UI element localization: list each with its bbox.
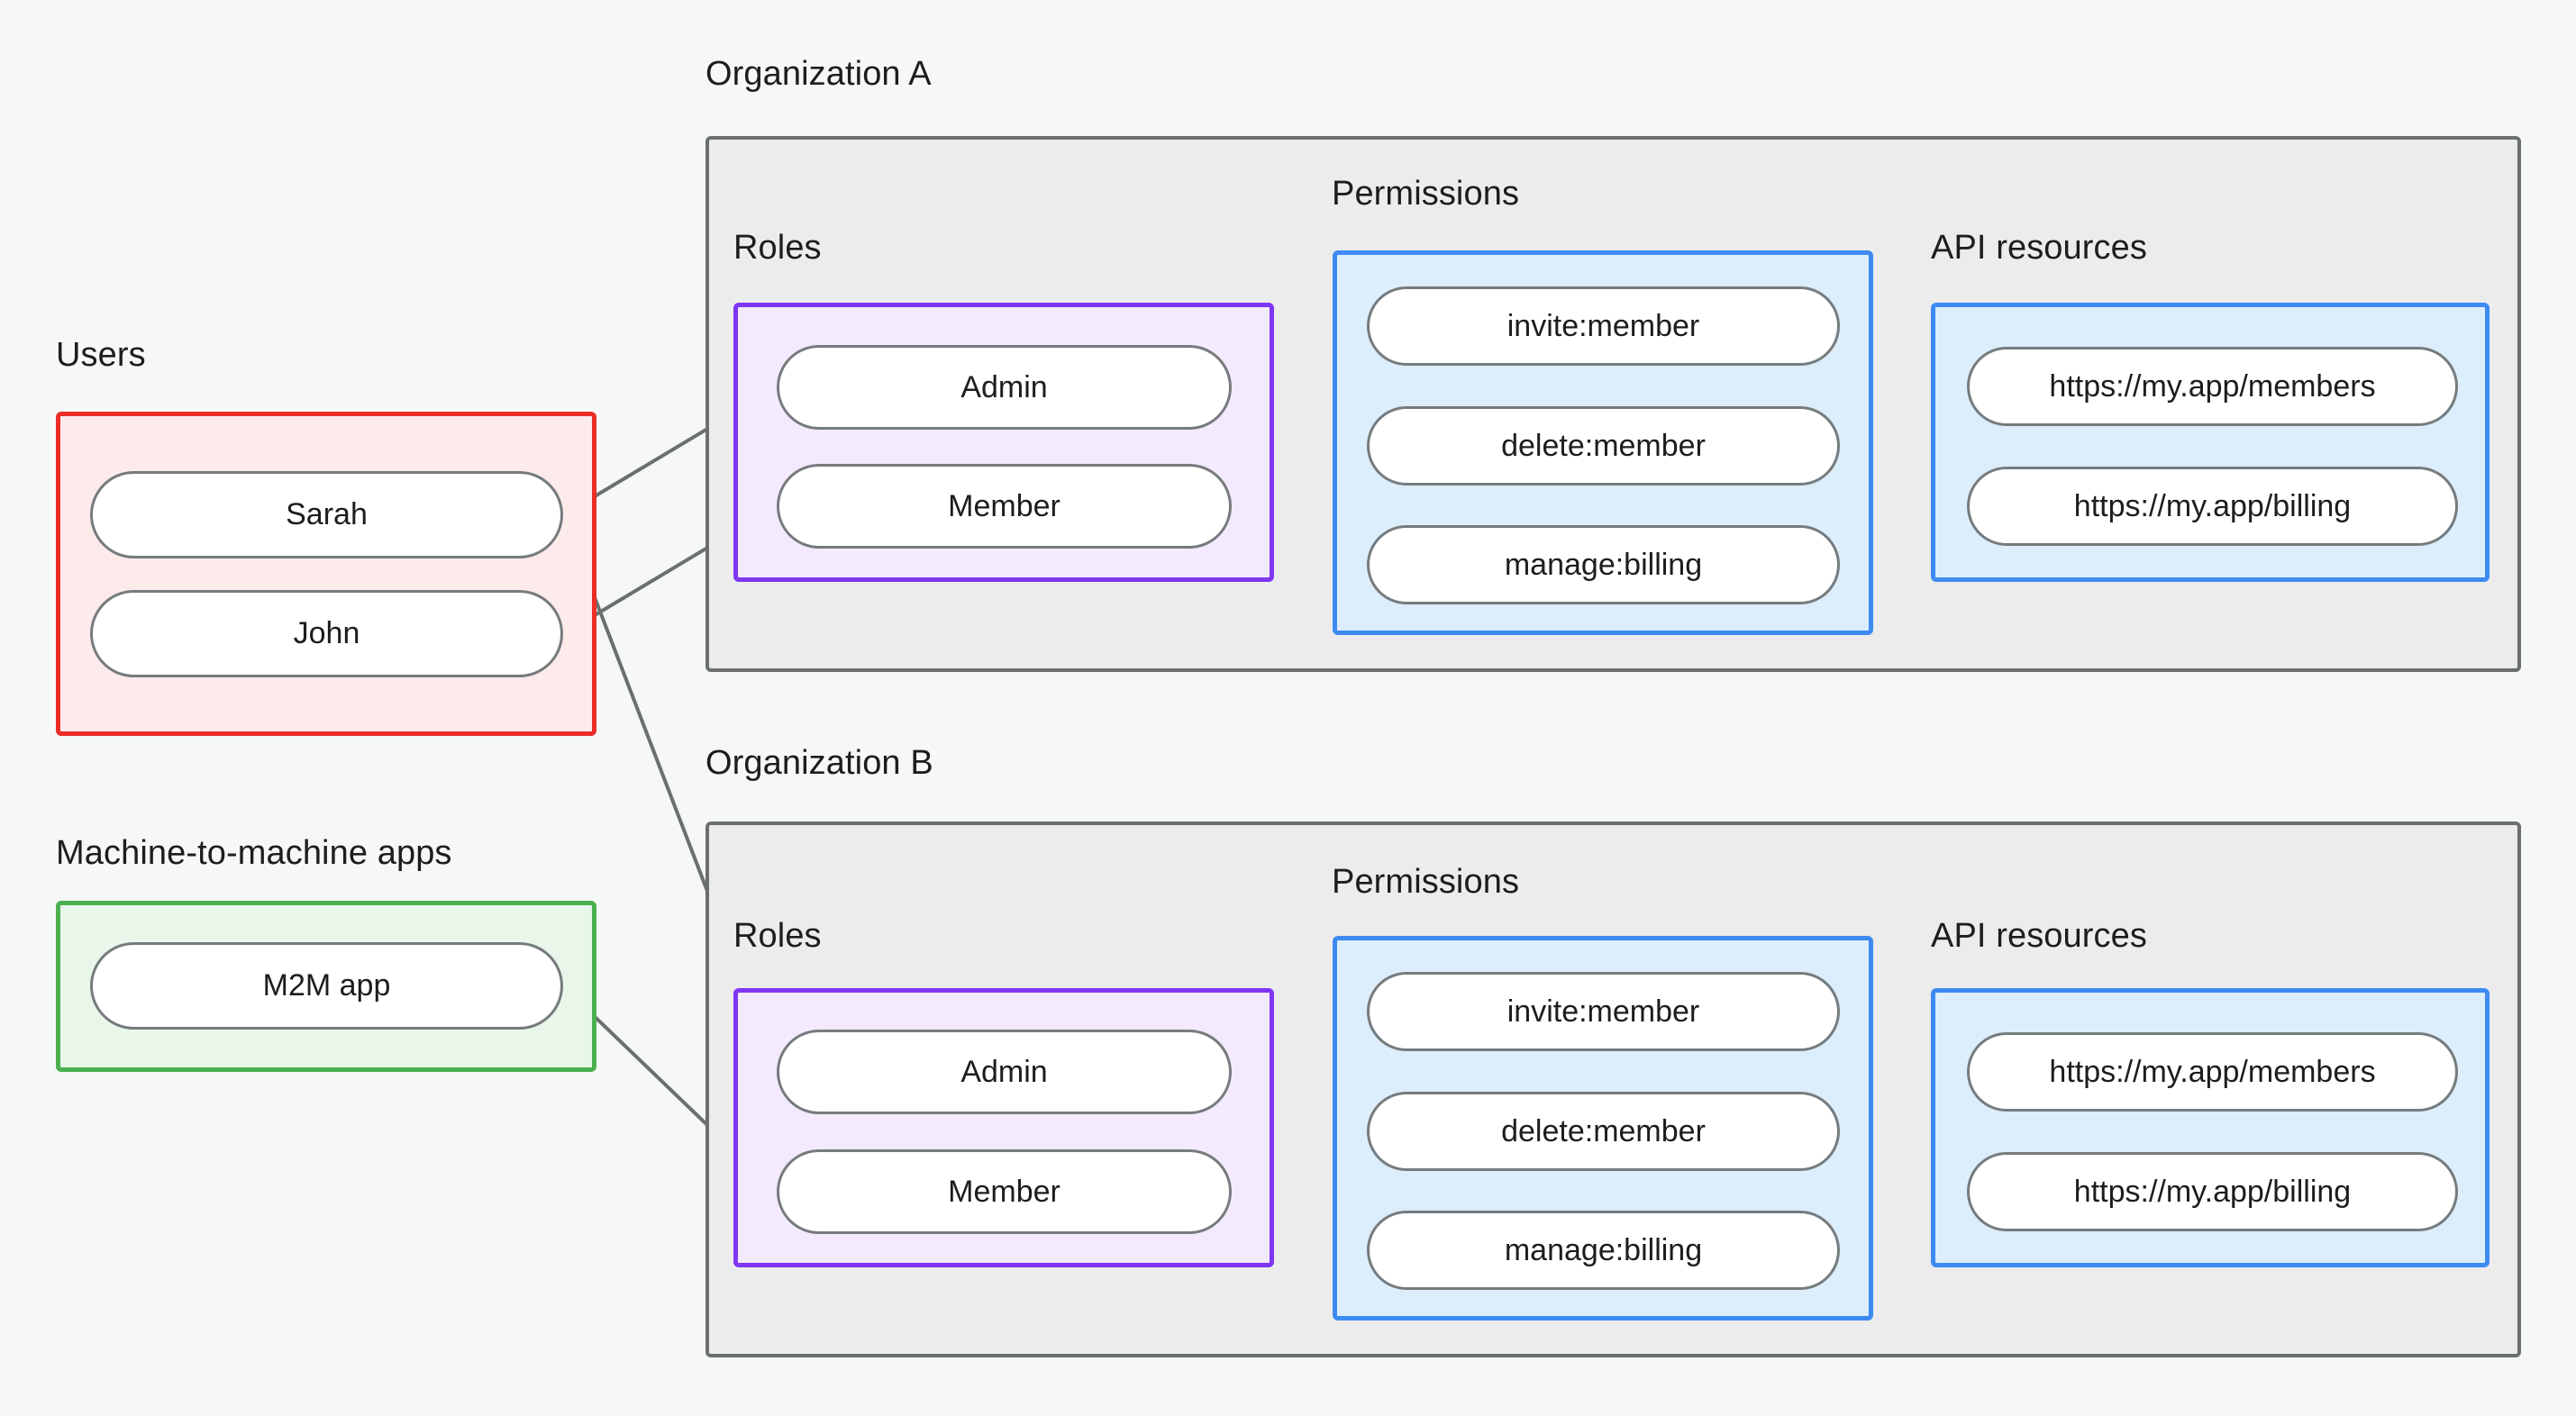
orgA-role-member[interactable]: Member bbox=[777, 464, 1232, 549]
user-node-john[interactable]: John bbox=[90, 590, 563, 677]
orgA-role-admin[interactable]: Admin bbox=[777, 345, 1232, 430]
orgA-api-resource-billing[interactable]: https://my.app/billing bbox=[1967, 467, 2458, 546]
user-node-sarah[interactable]: Sarah bbox=[90, 471, 563, 558]
orgB-role-member[interactable]: Member bbox=[777, 1149, 1232, 1234]
orgA-permission-invite-member[interactable]: invite:member bbox=[1367, 286, 1840, 366]
orgA-roles-caption: Roles bbox=[733, 229, 822, 267]
orgA-api-resources-caption: API resources bbox=[1931, 229, 2147, 267]
orgA-permission-delete-member[interactable]: delete:member bbox=[1367, 406, 1840, 486]
orgB-roles-caption: Roles bbox=[733, 917, 822, 955]
m2m-node-app[interactable]: M2M app bbox=[90, 942, 563, 1030]
orgB-api-resources-caption: API resources bbox=[1931, 917, 2147, 955]
organization-a-caption: Organization A bbox=[705, 55, 932, 93]
orgB-permission-delete-member[interactable]: delete:member bbox=[1367, 1092, 1840, 1171]
orgB-role-admin[interactable]: Admin bbox=[777, 1030, 1232, 1114]
orgB-api-resource-members[interactable]: https://my.app/members bbox=[1967, 1032, 2458, 1112]
orgB-api-resource-billing[interactable]: https://my.app/billing bbox=[1967, 1152, 2458, 1231]
orgA-permissions-caption: Permissions bbox=[1332, 175, 1520, 213]
m2m-group-caption: Machine-to-machine apps bbox=[56, 834, 452, 872]
orgA-permission-manage-billing[interactable]: manage:billing bbox=[1367, 525, 1840, 604]
users-group-caption: Users bbox=[56, 336, 146, 374]
orgB-permissions-caption: Permissions bbox=[1332, 863, 1520, 901]
orgA-api-resource-members[interactable]: https://my.app/members bbox=[1967, 347, 2458, 426]
orgB-permission-invite-member[interactable]: invite:member bbox=[1367, 972, 1840, 1051]
orgB-permission-manage-billing[interactable]: manage:billing bbox=[1367, 1211, 1840, 1290]
users-container bbox=[56, 412, 596, 736]
organization-b-caption: Organization B bbox=[705, 744, 933, 782]
